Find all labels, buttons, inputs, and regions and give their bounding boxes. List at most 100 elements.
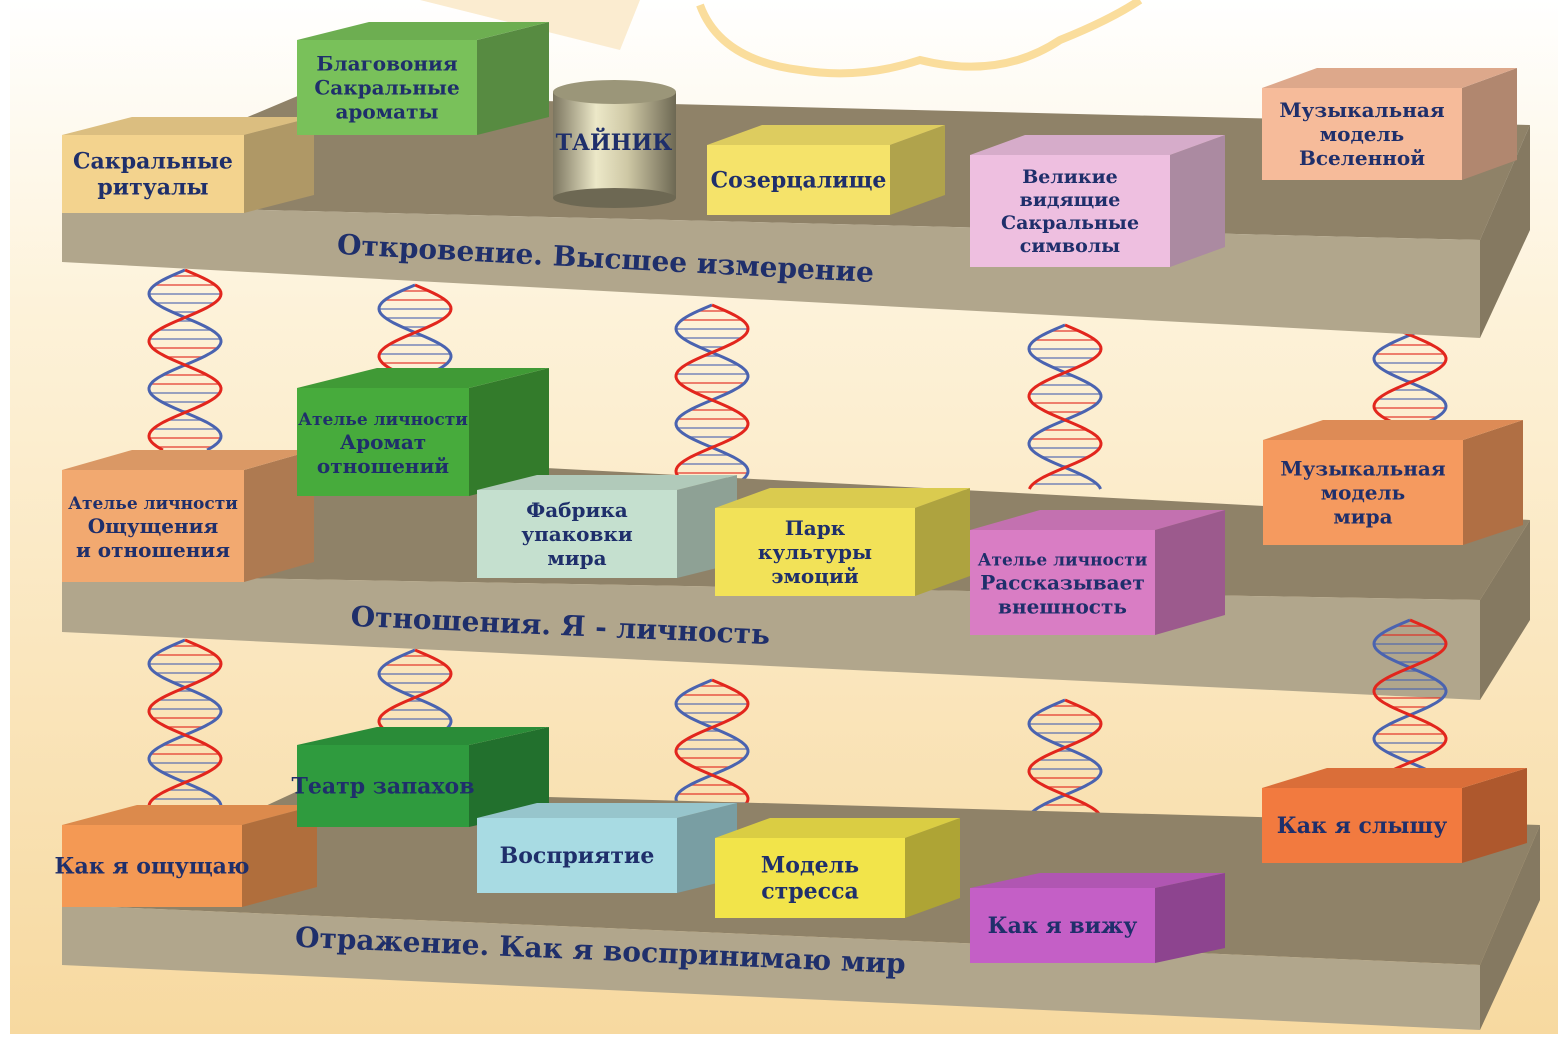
- block-label: Восприятие: [500, 843, 655, 869]
- block-label: видящие: [1020, 189, 1121, 211]
- cylinder-label: ТАЙНИК: [556, 127, 673, 156]
- block-top: [62, 117, 314, 135]
- block-top: [62, 805, 317, 825]
- helix-strand-blue: [1027, 323, 1103, 490]
- block-side: [1155, 873, 1225, 963]
- block-top: [297, 368, 549, 388]
- block-side: [469, 727, 549, 827]
- block-label: Сакральные: [314, 76, 459, 100]
- block-side: [1462, 768, 1527, 863]
- block-side: [1170, 135, 1225, 267]
- block-front: [62, 470, 244, 582]
- block-perception: Восприятие: [477, 803, 737, 893]
- block-label: ритуалы: [97, 175, 208, 201]
- block-top: [715, 488, 970, 508]
- block-label: Ателье личности: [978, 551, 1148, 571]
- helix-strand-blue: [377, 648, 453, 736]
- helix-column: [377, 283, 453, 381]
- block-label: Модель: [761, 853, 859, 879]
- block-top: [715, 818, 960, 838]
- block-front: [1263, 440, 1463, 545]
- block-front: [970, 155, 1170, 267]
- block-front: [970, 530, 1155, 635]
- block-label: эмоций: [771, 564, 859, 588]
- helix-column: [1027, 323, 1103, 490]
- block-label: Созерцалище: [711, 168, 887, 194]
- helix-strand-red: [377, 648, 453, 736]
- block-label: культуры: [758, 540, 872, 564]
- block-side: [242, 805, 317, 907]
- block-label: и отношения: [76, 538, 230, 562]
- block-front: [715, 508, 915, 596]
- block-top: [477, 803, 737, 818]
- block-top: [1262, 68, 1517, 88]
- block-front: [707, 145, 890, 215]
- block-side: [244, 117, 314, 213]
- helix-strand-red: [377, 283, 453, 381]
- block-top: [297, 727, 549, 745]
- block-label: Парк: [785, 516, 846, 540]
- block-label: Великие: [1022, 166, 1118, 188]
- block-front: [970, 888, 1155, 963]
- block-top: [477, 475, 737, 490]
- block-how-i-see: Как я вижу: [970, 873, 1225, 963]
- block-top: [970, 135, 1225, 155]
- block-contemplation: Созерцалище: [707, 125, 945, 215]
- helix-strand-red: [147, 268, 223, 452]
- block-top: [970, 510, 1225, 530]
- block-label: символы: [1020, 235, 1120, 257]
- block-label: Ателье личности: [298, 410, 468, 430]
- block-label: стресса: [761, 879, 858, 905]
- block-label: мира: [547, 546, 606, 570]
- block-side: [244, 450, 314, 582]
- block-top: [1263, 420, 1523, 440]
- block-label: мира: [1333, 505, 1392, 529]
- block-label: модель: [1320, 122, 1404, 146]
- block-side: [1155, 510, 1225, 635]
- block-smell-theatre: Театр запахов: [291, 727, 549, 827]
- block-front: [477, 818, 677, 893]
- cylinder-vault: ТАЙНИК: [553, 80, 676, 208]
- block-label: Рассказывает: [980, 571, 1145, 595]
- block-side: [905, 818, 960, 918]
- helix-strand-red: [147, 638, 223, 822]
- block-front: [1262, 88, 1462, 180]
- block-label: упаковки: [521, 522, 633, 546]
- block-front: [297, 745, 469, 827]
- block-front: [477, 490, 677, 578]
- block-top: [707, 125, 945, 145]
- block-label: внешность: [998, 595, 1127, 619]
- block-front: [715, 838, 905, 918]
- block-side: [1462, 68, 1517, 180]
- helix-strand-blue: [147, 638, 223, 822]
- helix-strand-blue: [147, 268, 223, 452]
- block-how-i-feel: Как я ощущаю: [55, 805, 317, 907]
- block-label: Сакральные: [73, 149, 233, 175]
- block-top: [297, 22, 549, 40]
- block-front: [62, 135, 244, 213]
- block-side: [477, 22, 549, 135]
- block-label: Музыкальная: [1280, 457, 1445, 481]
- block-label: Вселенной: [1299, 146, 1425, 170]
- block-label: Фабрика: [526, 498, 628, 522]
- block-top: [970, 873, 1225, 888]
- block-label: Сакральные: [1001, 212, 1139, 234]
- block-side: [1463, 420, 1523, 545]
- helix-strand-red: [1027, 323, 1103, 490]
- helix-strand-blue: [1372, 618, 1448, 782]
- block-label: Театр запахов: [291, 774, 474, 800]
- block-front: [297, 40, 477, 135]
- block-label: ароматы: [335, 100, 438, 124]
- block-label: модель: [1321, 481, 1405, 505]
- block-label: Как я ощущаю: [55, 854, 250, 880]
